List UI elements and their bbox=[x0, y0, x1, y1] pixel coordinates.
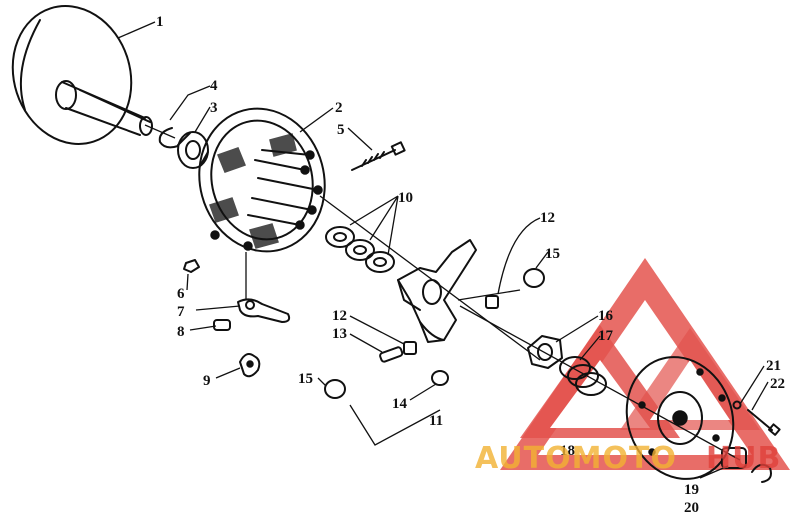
callout-16: 16 bbox=[598, 308, 614, 324]
callout-12a: 12 bbox=[540, 210, 555, 226]
callout-11: 11 bbox=[429, 413, 443, 429]
callout-15b: 15 bbox=[298, 371, 313, 387]
part-1-fixed-sheave bbox=[11, 5, 153, 145]
part-7-cam-arm bbox=[237, 298, 291, 323]
callout-6: 6 bbox=[177, 286, 185, 302]
callout-19: 19 bbox=[684, 482, 699, 498]
part-15-button bbox=[324, 268, 545, 399]
callout-5: 5 bbox=[337, 122, 345, 138]
part-2-movable-sheave bbox=[198, 107, 326, 253]
watermark-logo bbox=[500, 258, 790, 470]
part-11-spider-cam bbox=[397, 239, 477, 343]
part-5-bolt bbox=[351, 141, 406, 171]
part-16-nut bbox=[527, 335, 563, 369]
callout-12b: 12 bbox=[332, 308, 347, 324]
part-10-washers bbox=[325, 226, 395, 273]
part-9-clip bbox=[239, 353, 261, 378]
leader-lines bbox=[117, 21, 769, 479]
callout-10: 10 bbox=[398, 190, 413, 206]
part-3-bearing bbox=[177, 131, 209, 169]
part-14-roller bbox=[431, 370, 449, 386]
callout-20: 20 bbox=[684, 500, 699, 516]
part-6-nut bbox=[183, 259, 200, 273]
assembly-axis-lines bbox=[144, 124, 741, 461]
callout-7: 7 bbox=[177, 304, 185, 320]
watermark-word-left: AUTOMOTO bbox=[475, 441, 677, 476]
callout-3: 3 bbox=[210, 100, 218, 116]
callout-1: 1 bbox=[156, 14, 164, 30]
callout-8: 8 bbox=[177, 324, 185, 340]
part-20-ring bbox=[751, 463, 772, 483]
callout-labels: 1 2 3 4 5 6 7 8 9 10 11 12 12 13 14 15 1… bbox=[156, 14, 785, 516]
part-4-snap-ring bbox=[158, 127, 179, 149]
callout-2: 2 bbox=[335, 100, 343, 116]
part-22-screw bbox=[747, 409, 781, 436]
callout-15a: 15 bbox=[545, 246, 560, 262]
part-21-washer bbox=[732, 400, 742, 410]
part-8-roller-pin bbox=[213, 319, 231, 331]
callout-13: 13 bbox=[332, 326, 347, 342]
watermark-word-right: HUB bbox=[706, 441, 781, 476]
callout-14: 14 bbox=[392, 396, 408, 412]
callout-9: 9 bbox=[203, 373, 211, 389]
watermark-wordmark: AUTOMOTO HUB bbox=[475, 441, 781, 476]
callout-17: 17 bbox=[598, 328, 614, 344]
callout-4: 4 bbox=[210, 78, 218, 94]
part-12-bushing bbox=[403, 295, 499, 355]
callout-22: 22 bbox=[770, 376, 785, 392]
callout-21: 21 bbox=[766, 358, 781, 374]
callout-18: 18 bbox=[560, 443, 575, 459]
part-17-spring bbox=[559, 356, 607, 396]
part-19-bearing bbox=[721, 447, 747, 469]
part-13-pin bbox=[379, 346, 404, 363]
part-18-cover bbox=[625, 356, 735, 480]
